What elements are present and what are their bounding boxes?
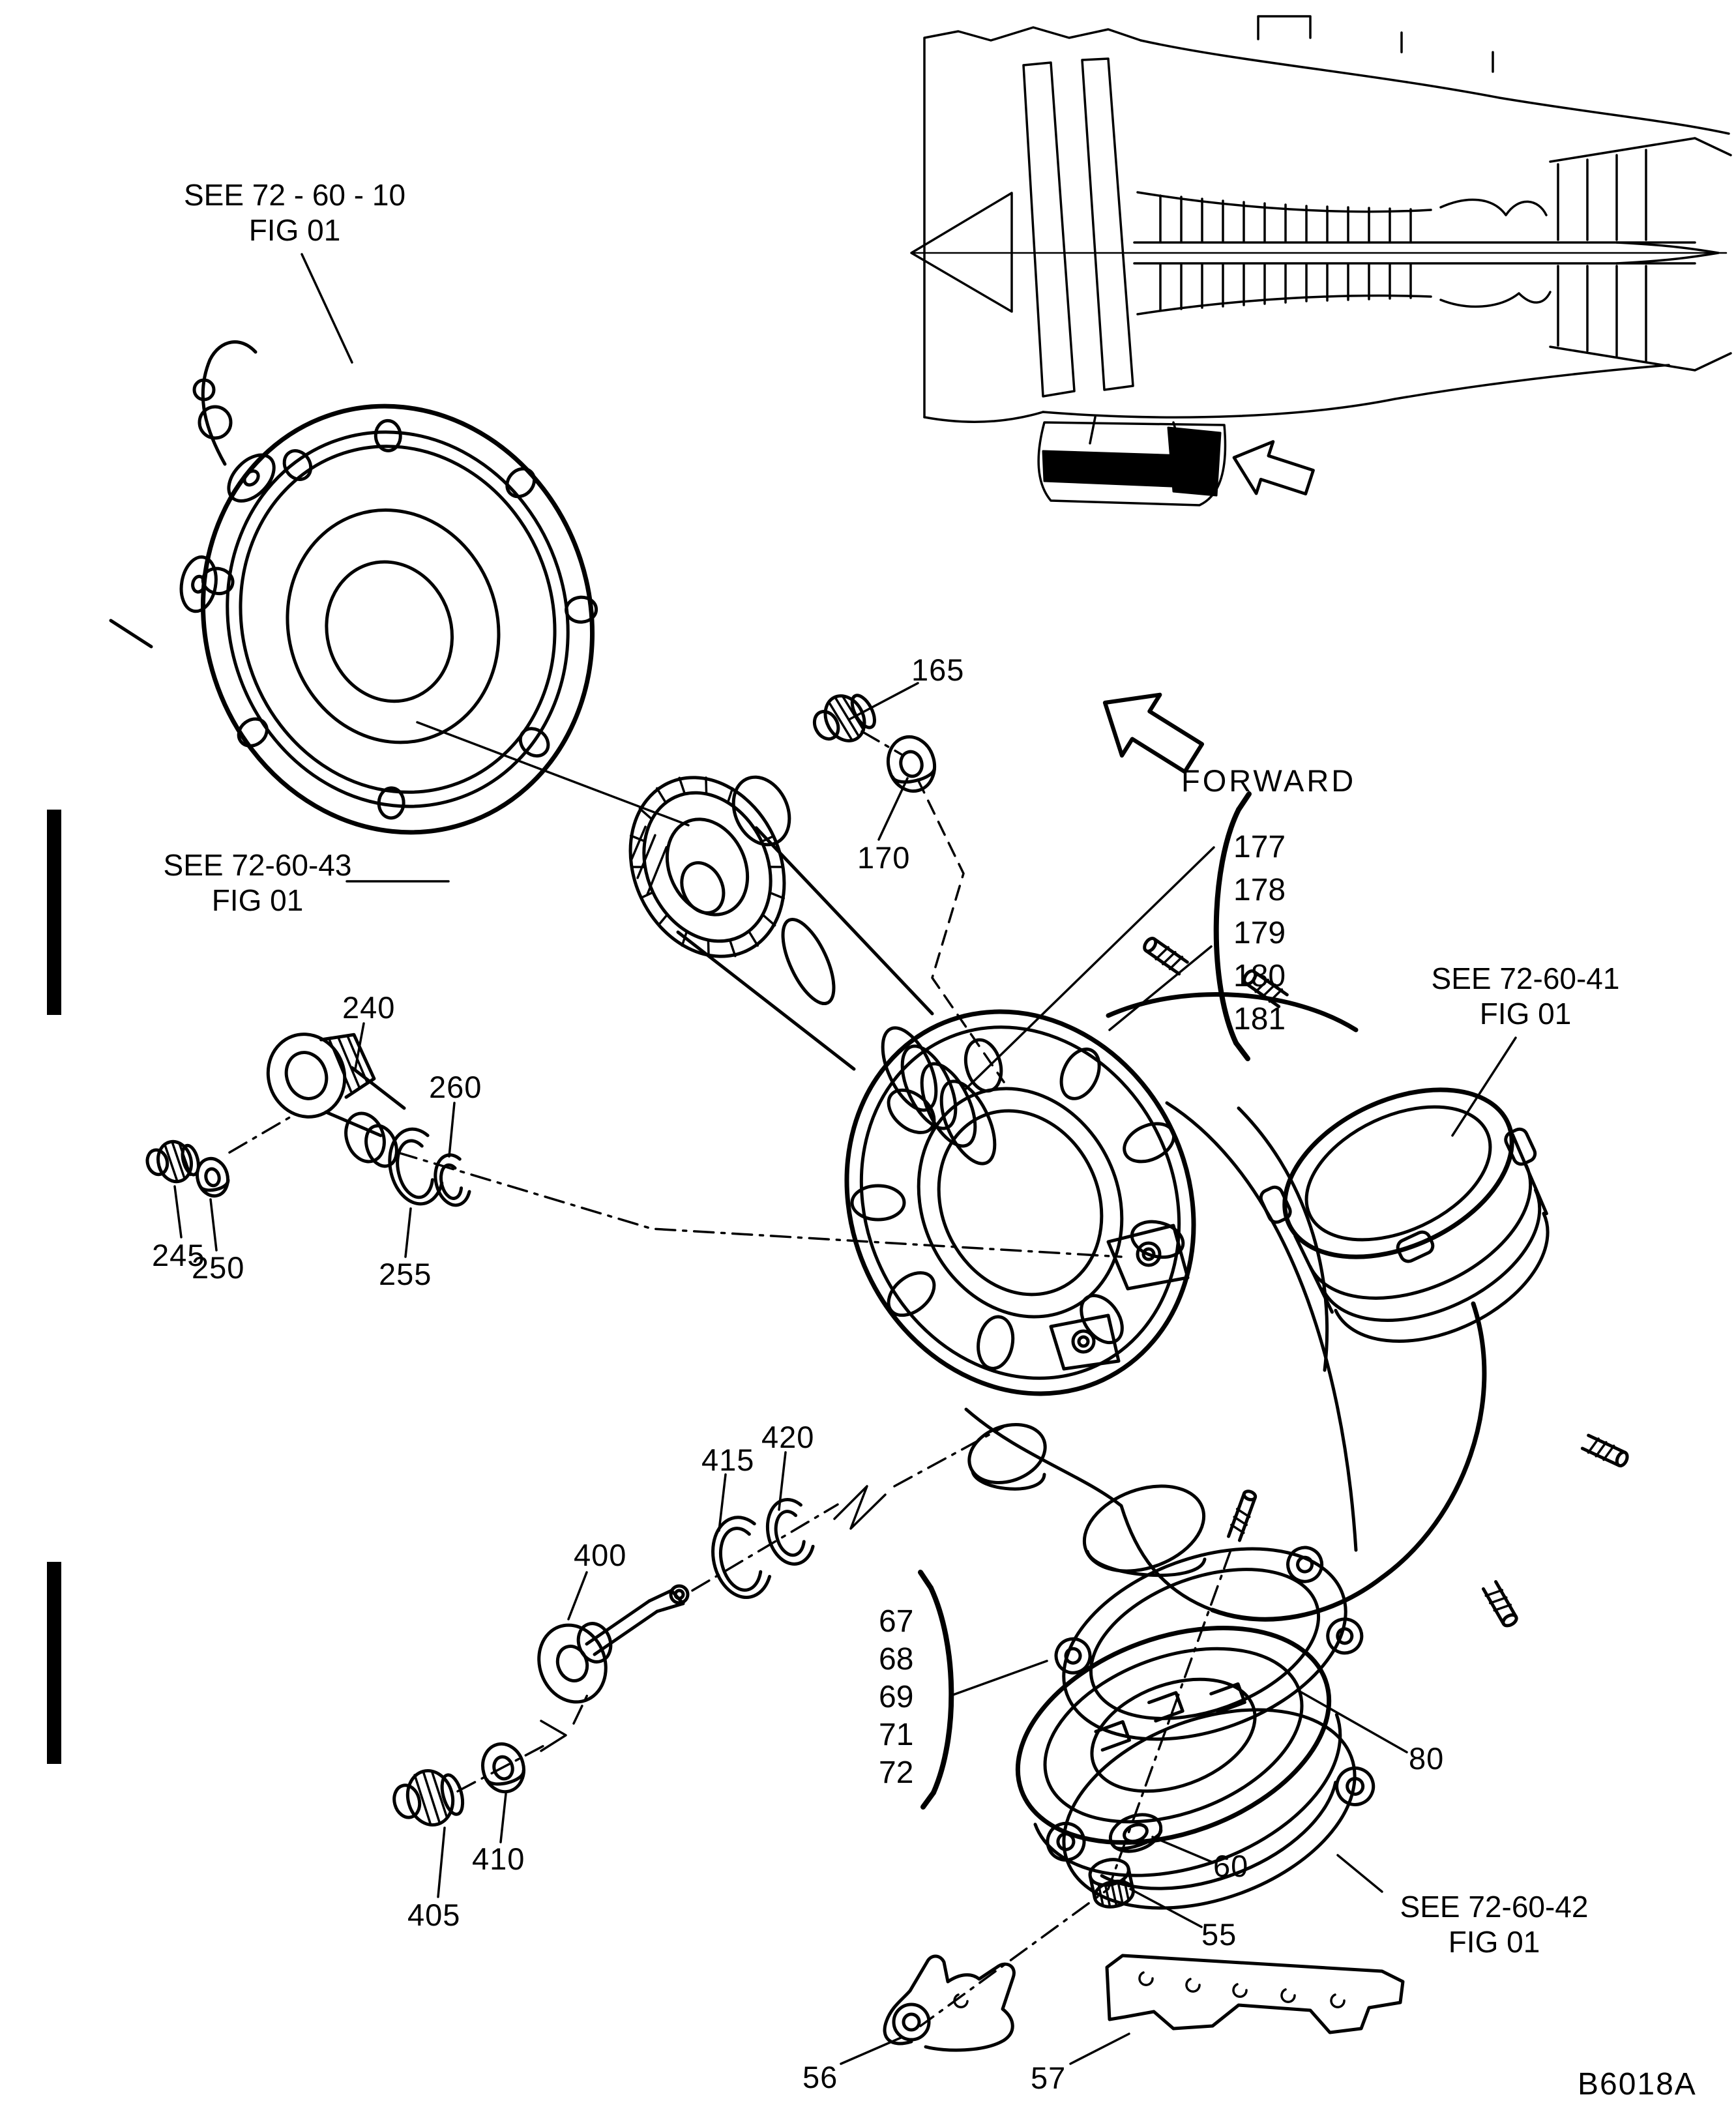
leader-lines: [173, 253, 1517, 2065]
reference-line: SEE 72-60-43: [163, 848, 352, 882]
stud: [1481, 1580, 1518, 1628]
group-item: 67: [879, 1604, 914, 1639]
callout-55: 55: [1201, 1917, 1237, 1952]
group-item: 181: [1233, 1002, 1286, 1036]
reference-72-60-10: SEE 72 - 60 - 10 FIG 01: [145, 177, 445, 248]
callout-405: 405: [407, 1898, 461, 1932]
accessory-gearbox-highlight: [1037, 421, 1227, 506]
drum-opening: [1259, 1087, 1550, 1343]
bracket-56: [883, 1954, 1016, 2052]
reference-line: FIG 01: [1479, 997, 1572, 1031]
callout-165: 165: [911, 653, 965, 687]
seal-retainer-upper: [1054, 1546, 1364, 1741]
group-item: 177: [1233, 830, 1286, 864]
callout-400: 400: [574, 1538, 627, 1572]
mounting-flange: [844, 1009, 1196, 1396]
seal-retainer-lower: [1046, 1708, 1376, 1910]
forward-arrow-icon: [1102, 692, 1205, 774]
group-item: 71: [879, 1718, 914, 1752]
reference-line: FIG 01: [248, 213, 341, 248]
stud: [1243, 969, 1289, 1008]
callout-250: 250: [192, 1250, 245, 1285]
callout-170: 170: [857, 840, 911, 875]
callout-410: 410: [472, 1841, 525, 1876]
forward-label: FORWARD: [1181, 763, 1357, 798]
callout-420: 420: [761, 1420, 815, 1454]
callout-80: 80: [1409, 1741, 1445, 1776]
group-brackets: [918, 791, 1252, 1810]
stud: [1143, 937, 1189, 976]
pad-bolt: [1049, 1313, 1121, 1371]
bolt-165-parts: [812, 694, 1005, 1083]
group-item: 72: [879, 1755, 914, 1790]
figure-code: B6018A: [1578, 2067, 1697, 2102]
reference-72-60-41: SEE 72-60-41 FIG 01: [1376, 961, 1675, 1032]
ring-255: [388, 1127, 444, 1206]
ring-415: [711, 1516, 772, 1599]
lever-400: [537, 1584, 690, 1704]
group-item: 178: [1233, 873, 1286, 907]
bracket-57: [1105, 1954, 1405, 2034]
splined-gear: [628, 776, 786, 958]
group-item: 69: [879, 1680, 914, 1714]
stud: [1227, 1489, 1258, 1542]
bolt-165: [812, 694, 876, 742]
reference-line: SEE 72-60-42: [1400, 1890, 1589, 1924]
group-item: 179: [1233, 916, 1286, 950]
callout-245: 245: [152, 1238, 205, 1272]
seal-assembly: [919, 1489, 1376, 2027]
pad-bolt: [1106, 1224, 1190, 1291]
lever-400-parts: [392, 1424, 1008, 1827]
callout-57: 57: [1031, 2061, 1067, 2095]
reference-72-60-43: SEE 72-60-43 FIG 01: [108, 847, 407, 918]
washer-170: [886, 735, 937, 793]
bolt-55: [1088, 1858, 1135, 1909]
reference-line: FIG 01: [1448, 1925, 1540, 1959]
bolt-405: [392, 1768, 465, 1827]
bolt-245: [145, 1139, 200, 1184]
callout-group-177-181: 177 178 179 180 181: [1233, 829, 1286, 1044]
reference-72-60-42: SEE 72-60-42 FIG 01: [1344, 1889, 1644, 1960]
callout-255: 255: [379, 1257, 432, 1291]
washer-410: [481, 1742, 525, 1794]
plug-240-parts: [145, 1033, 1123, 1258]
gearbox-housing: [964, 937, 1629, 1628]
ring-260: [434, 1153, 471, 1207]
group-item: 180: [1233, 959, 1286, 993]
change-bars-icon: [47, 810, 61, 1764]
washer-250: [196, 1156, 230, 1198]
reference-line: SEE 72-60-41: [1431, 961, 1620, 995]
stud: [1580, 1433, 1629, 1468]
location-arrow-icon: [1232, 440, 1315, 496]
callout-415: 415: [701, 1443, 755, 1477]
ring-420: [765, 1497, 815, 1566]
callout-group-67-72: 67 68 69 71 72: [879, 1604, 913, 1793]
callout-60: 60: [1213, 1849, 1249, 1883]
callout-260: 260: [429, 1070, 482, 1104]
washer-60: [1108, 1813, 1163, 1853]
reference-line: SEE 72 - 60 - 10: [183, 178, 406, 212]
reference-line: FIG 01: [211, 883, 304, 918]
group-item: 68: [879, 1642, 914, 1677]
engine-cross-section: [910, 15, 1732, 506]
callout-240: 240: [342, 990, 396, 1025]
input-gearshaft: [628, 775, 1196, 1396]
cover-plate: [109, 340, 598, 835]
callout-56: 56: [802, 2060, 838, 2094]
